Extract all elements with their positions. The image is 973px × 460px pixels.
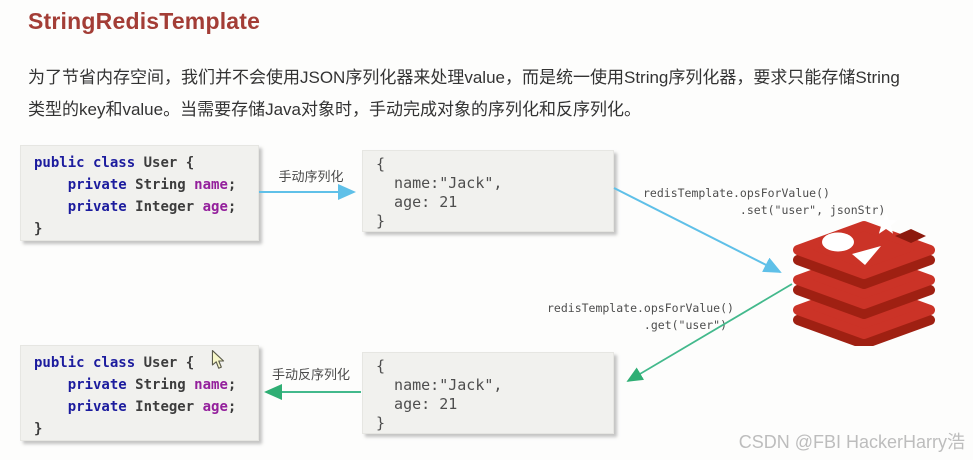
serialize-arrow-label: 手动序列化 (278, 169, 344, 184)
watermark: CSDN @FBI HackerHarry浩 (738, 432, 965, 452)
json-value-box-bottom: { name:"Jack", age: 21 } (362, 352, 614, 434)
json-value-box-top: { name:"Jack", age: 21 } (362, 150, 614, 232)
page-title: StringRedisTemplate (28, 8, 261, 34)
circle-shape (822, 232, 854, 252)
java-class-box-top: public class User { private String name;… (20, 145, 259, 241)
redis-logo-icon (793, 212, 935, 346)
redis-get-call-label: redisTemplate.opsForValue() .get("user") (547, 301, 734, 332)
triangle-shape (852, 246, 881, 265)
square-hole-shape (895, 229, 926, 243)
mouse-cursor-icon (211, 350, 225, 369)
intro-line-2: 类型的key和value。当需要存储Java对象时，手动完成对象的序列化和反序列… (28, 100, 642, 119)
intro-paragraph: 为了节省内存空间，我们并不会使用JSON序列化器来处理value，而是统一使用S… (28, 62, 938, 126)
deserialize-arrow-label: 手动反序列化 (271, 367, 350, 382)
intro-line-1: 为了节省内存空间，我们并不会使用JSON序列化器来处理value，而是统一使用S… (28, 68, 900, 87)
star-shape (874, 212, 898, 234)
